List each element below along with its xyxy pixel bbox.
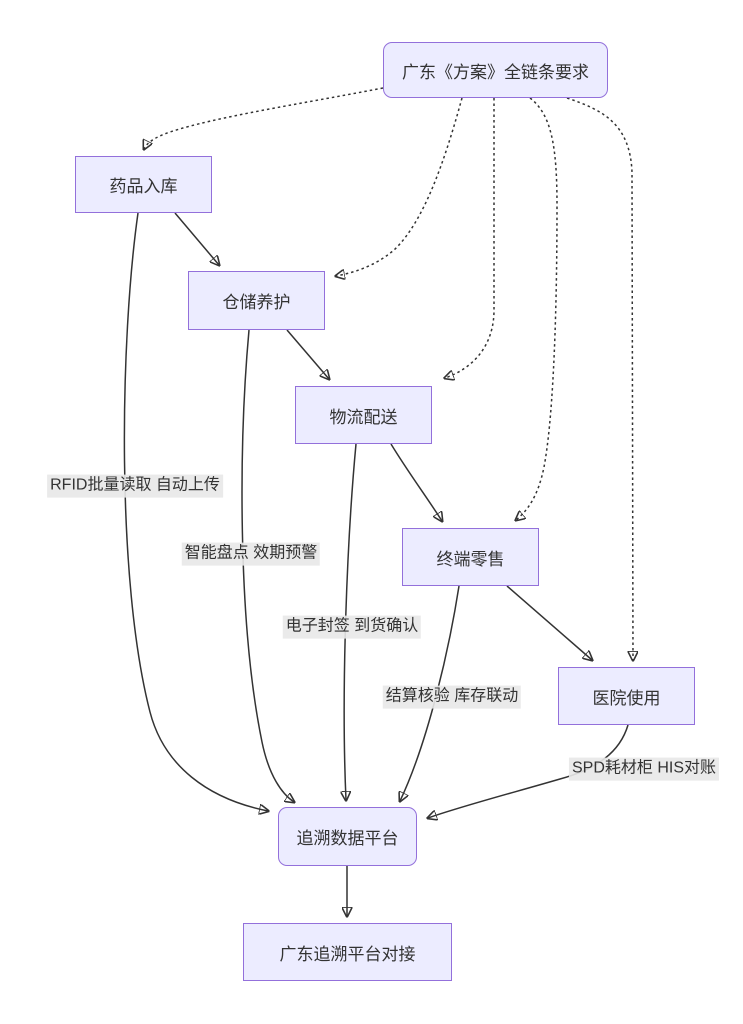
edge-requirement-to-hospital [566, 97, 633, 660]
edge-requirement-to-inbound [144, 87, 384, 149]
node-storage: 仓储养护 [188, 271, 325, 330]
node-inbound: 药品入库 [75, 156, 212, 213]
edge-logistics-to-retail [390, 443, 442, 521]
edge-requirement-to-logistics [445, 98, 495, 378]
node-connect: 广东追溯平台对接 [243, 923, 452, 981]
edge-label-seal: 电子封签 到货确认 [282, 615, 422, 639]
edge-requirement-to-retail [516, 97, 558, 520]
edge-inbound-to-platform [123, 212, 268, 811]
edge-label-rfid: RFID批量读取 自动上传 [47, 474, 223, 498]
edge-storage-to-platform [241, 329, 294, 802]
edge-label-spd: SPD耗材柜 HIS对账 [568, 757, 720, 781]
edge-inbound-to-storage [174, 212, 219, 265]
node-retail: 终端零售 [402, 528, 539, 586]
edge-storage-to-logistics [286, 329, 329, 379]
edge-requirement-to-storage [336, 97, 463, 276]
node-logistics: 物流配送 [295, 386, 432, 444]
node-hospital: 医院使用 [558, 667, 695, 725]
edge-retail-to-hospital [506, 585, 592, 660]
edge-label-settlement: 结算核验 库存联动 [382, 685, 522, 709]
node-requirement: 广东《方案》全链条要求 [383, 42, 608, 98]
node-platform: 追溯数据平台 [278, 807, 417, 866]
edge-label-inventory: 智能盘点 效期预警 [181, 542, 321, 566]
edge-hospital-to-platform [428, 724, 629, 818]
